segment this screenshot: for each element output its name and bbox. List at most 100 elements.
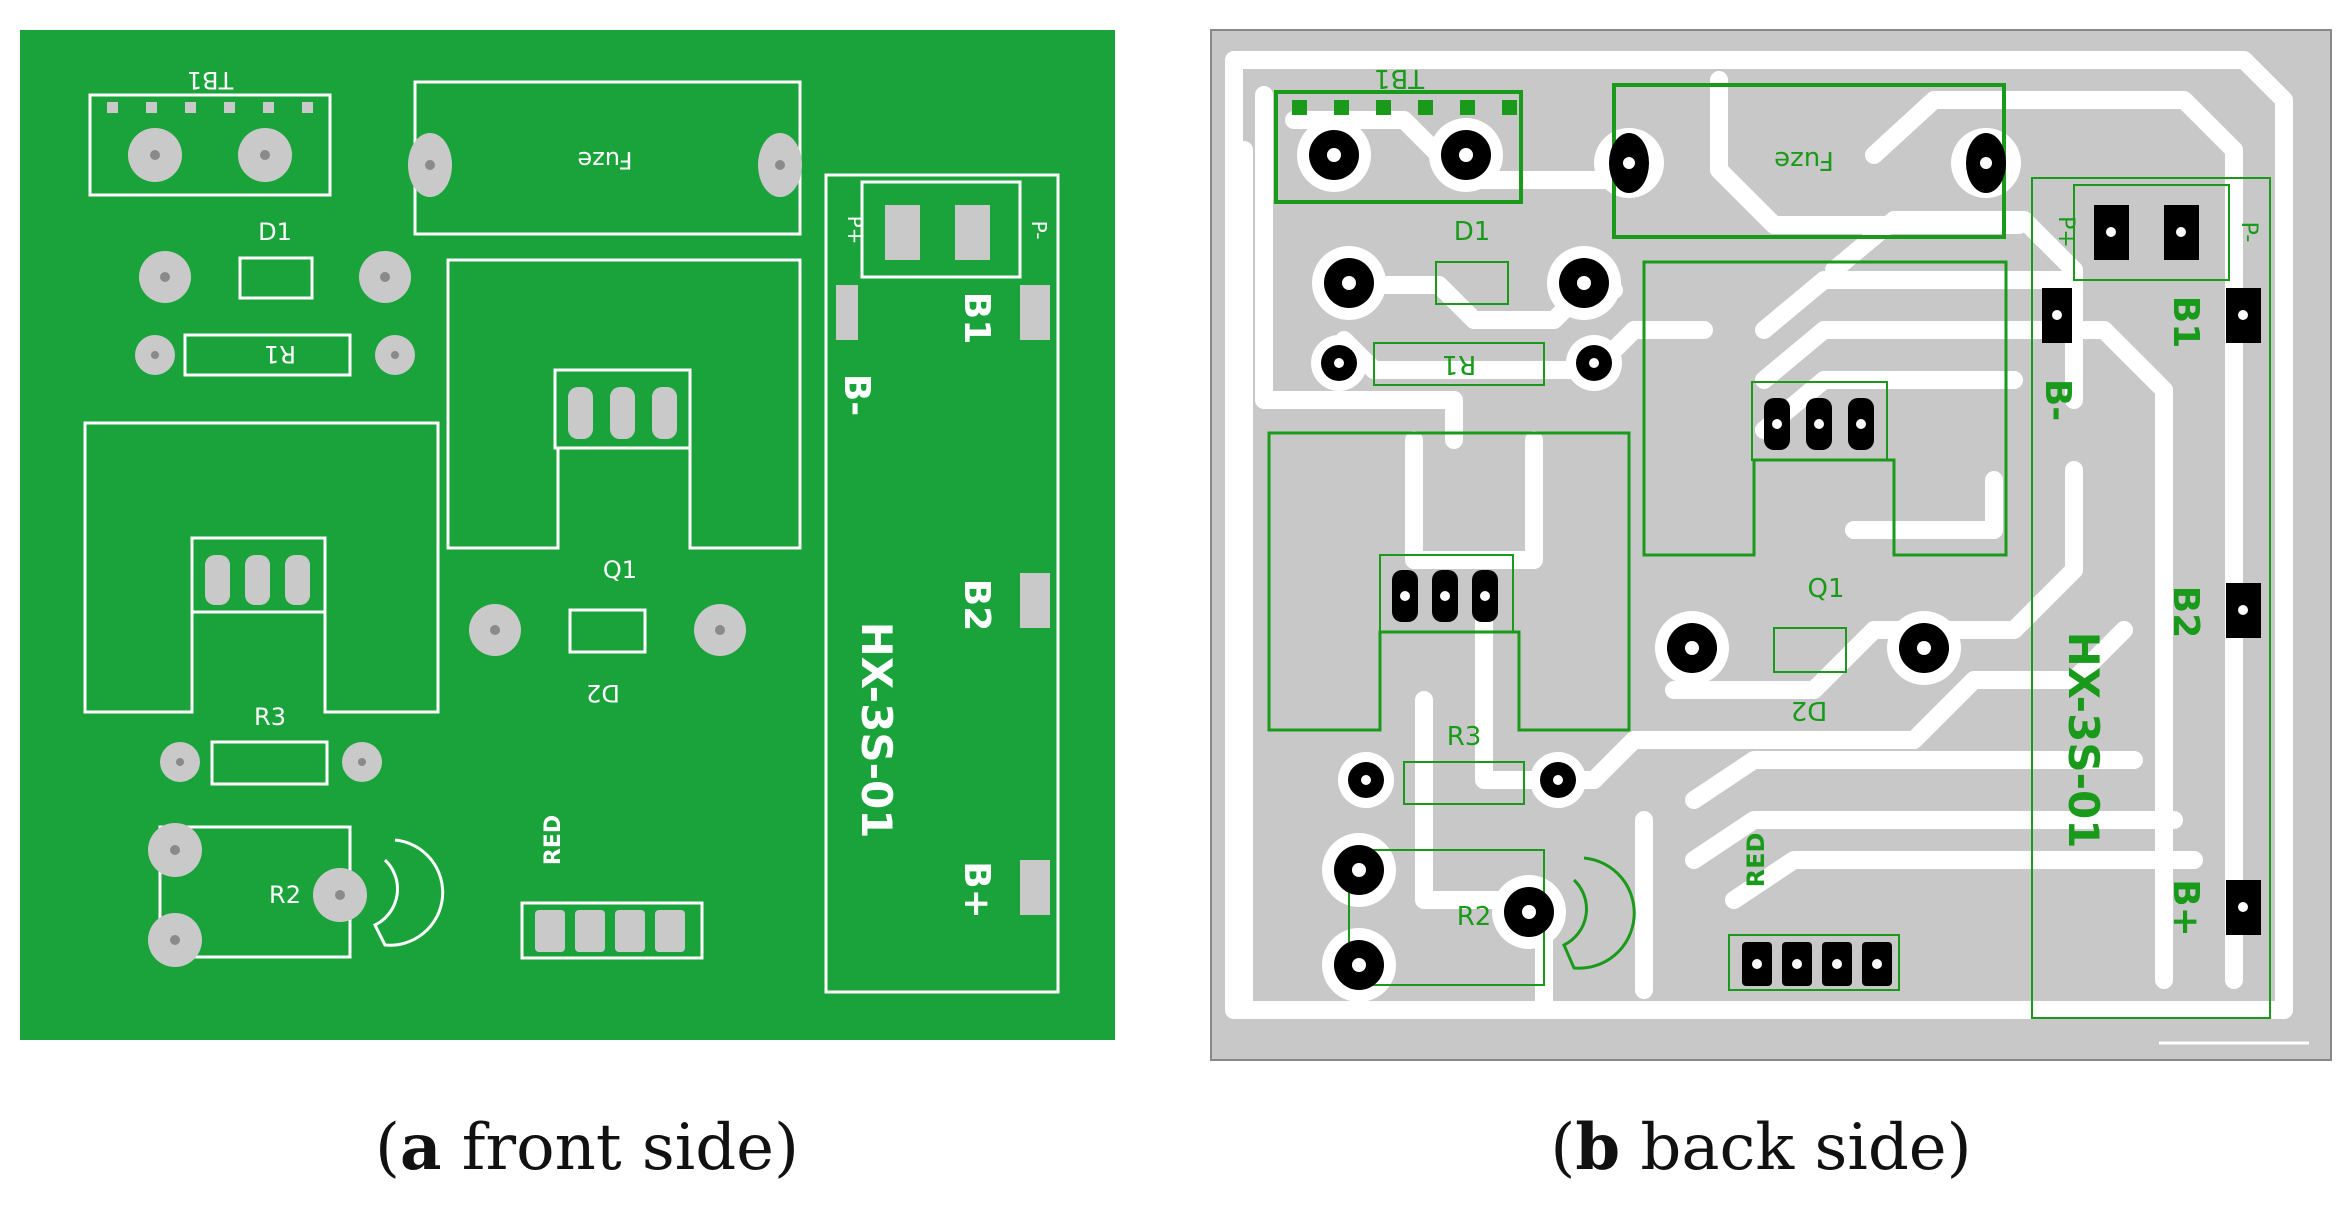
back-drill-marks	[1327, 148, 2248, 972]
back-caption-letter: b	[1575, 1110, 1621, 1185]
back-tb1-pin	[1502, 100, 1517, 115]
front-tb1-outline	[88, 93, 332, 197]
front-pad	[885, 205, 920, 260]
back-drill	[2106, 227, 2116, 237]
front-drill	[150, 150, 160, 160]
back-drill	[2176, 227, 2186, 237]
back-drill	[1334, 358, 1344, 368]
front-pad	[836, 285, 858, 340]
back-drill	[1832, 959, 1842, 969]
front-drill	[170, 845, 180, 855]
back-label-tb1: TB1	[1374, 63, 1425, 93]
front-caption-text: front side	[441, 1111, 775, 1185]
front-label-r2: R2	[269, 881, 301, 909]
back-trace	[1725, 851, 2203, 909]
front-tb1-pin	[263, 102, 274, 113]
back-tb1-pin	[1460, 100, 1475, 115]
front-tb1-pin	[185, 102, 196, 113]
back-drill	[1522, 905, 1536, 919]
back-trace	[1225, 51, 2293, 1019]
back-drill	[2052, 310, 2062, 320]
front-label-pplus: P+	[843, 216, 867, 245]
back-label-r3: R3	[1447, 722, 1482, 752]
back-tb1-pin	[1418, 100, 1433, 115]
back-trace	[1475, 611, 1743, 789]
back-label-fuze: Fuze	[1774, 145, 1834, 175]
back-d2-outline	[1773, 627, 1847, 673]
back-tb1-pin	[1376, 100, 1391, 115]
back-drill	[1327, 148, 1341, 162]
front-label-fuze: Fuze	[577, 146, 632, 174]
back-label-pminus: P-	[2236, 222, 2261, 243]
front-board	[20, 30, 1115, 1040]
front-drill	[151, 351, 159, 359]
back-drill	[2238, 310, 2248, 320]
front-pads	[107, 102, 1050, 967]
front-tb1-pin	[224, 102, 235, 113]
back-label-q1: Q1	[1807, 574, 1844, 604]
back-caption-text: back side	[1620, 1111, 1947, 1185]
back-label-b2: B2	[2165, 586, 2206, 639]
front-label-model: HX-3S-01	[852, 622, 901, 839]
back-drill	[1342, 276, 1356, 290]
back-label-red: RED	[1742, 833, 1770, 888]
front-label-red: RED	[541, 815, 566, 865]
back-label-bminus: B-	[2037, 379, 2078, 421]
back-r3-outline	[1403, 761, 1525, 805]
back-drill	[1440, 591, 1450, 601]
back-trace	[1755, 271, 2083, 339]
front-pad	[1020, 860, 1050, 915]
front-label-b2: B2	[956, 579, 997, 632]
back-drill	[1480, 591, 1490, 601]
back-tb1-pin	[1292, 100, 1307, 115]
back-pplus-outline	[2073, 184, 2230, 281]
back-label-r1: R1	[1442, 349, 1477, 379]
front-q-left-body	[190, 536, 327, 614]
back-led-header-outline	[1728, 934, 1900, 991]
front-side-panel: TB1 Fuze D1 R1 Q1 D2 R3 R2 P+ P- RED B1 …	[20, 30, 1115, 1185]
front-d1-outline	[238, 256, 314, 300]
front-pad	[955, 205, 990, 260]
back-d1-outline	[1435, 261, 1509, 305]
front-pad	[575, 910, 605, 952]
front-label-pminus: P-	[1027, 221, 1051, 240]
front-module-outline	[824, 173, 1060, 994]
back-trace	[1685, 751, 2143, 809]
front-label-d1: D1	[258, 218, 292, 246]
back-drill	[1685, 641, 1699, 655]
back-drill	[1589, 358, 1599, 368]
front-tb1-pin	[302, 102, 313, 113]
back-drill	[1872, 959, 1882, 969]
back-q-right-body	[1751, 381, 1888, 461]
back-drill	[1856, 419, 1866, 429]
back-drill	[2238, 902, 2248, 912]
front-label-r3: R3	[254, 703, 286, 731]
back-label-b1: B1	[2165, 296, 2206, 349]
front-pad	[535, 910, 565, 952]
back-drill	[1772, 419, 1782, 429]
back-module-outline	[2031, 177, 2271, 1019]
back-drill	[1917, 641, 1931, 655]
front-label-bminus: B-	[836, 374, 877, 416]
back-side-panel: TB1 Fuze D1 R1 Q1 D2 R3 R2 P+ P- RED B1 …	[1174, 0, 2348, 1231]
front-drill	[715, 625, 725, 635]
front-drill	[335, 890, 345, 900]
back-tb1-outline	[1274, 90, 1523, 204]
front-pad	[1020, 573, 1050, 628]
back-drill	[1553, 775, 1563, 785]
front-drill	[170, 935, 180, 945]
back-pcb-drawing: TB1 Fuze D1 R1 Q1 D2 R3 R2 P+ P- RED B1 …	[1210, 29, 2332, 1061]
back-drill	[1752, 959, 1762, 969]
front-pad	[568, 387, 593, 439]
back-drill	[1352, 863, 1366, 877]
front-pad	[1020, 285, 1050, 340]
back-trace	[1755, 321, 2173, 989]
back-drill	[1361, 775, 1371, 785]
front-drill	[260, 150, 270, 160]
front-tb1-pin	[107, 102, 118, 113]
front-label-q1: Q1	[603, 556, 637, 584]
front-drill	[358, 758, 366, 766]
front-pad	[655, 910, 685, 952]
front-pad	[245, 555, 270, 605]
front-drill	[380, 272, 390, 282]
